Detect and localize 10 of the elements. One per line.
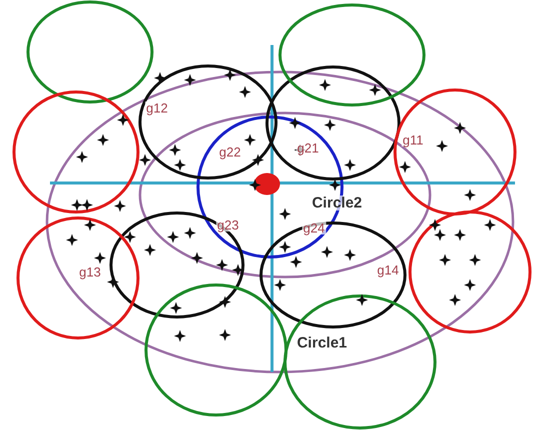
cluster-label: g21 (296, 142, 320, 154)
cluster-label: g13 (78, 266, 102, 278)
cluster-label: g14 (376, 264, 400, 276)
cluster-label: g11 (402, 134, 424, 146)
circle-label: Circle2 (310, 196, 364, 210)
cluster-label: g12 (145, 102, 169, 114)
cluster-label: g22 (218, 146, 242, 158)
cluster-label: g24 (302, 222, 326, 234)
circle-label: Circle1 (296, 336, 348, 350)
cluster-label: g23 (216, 218, 240, 232)
